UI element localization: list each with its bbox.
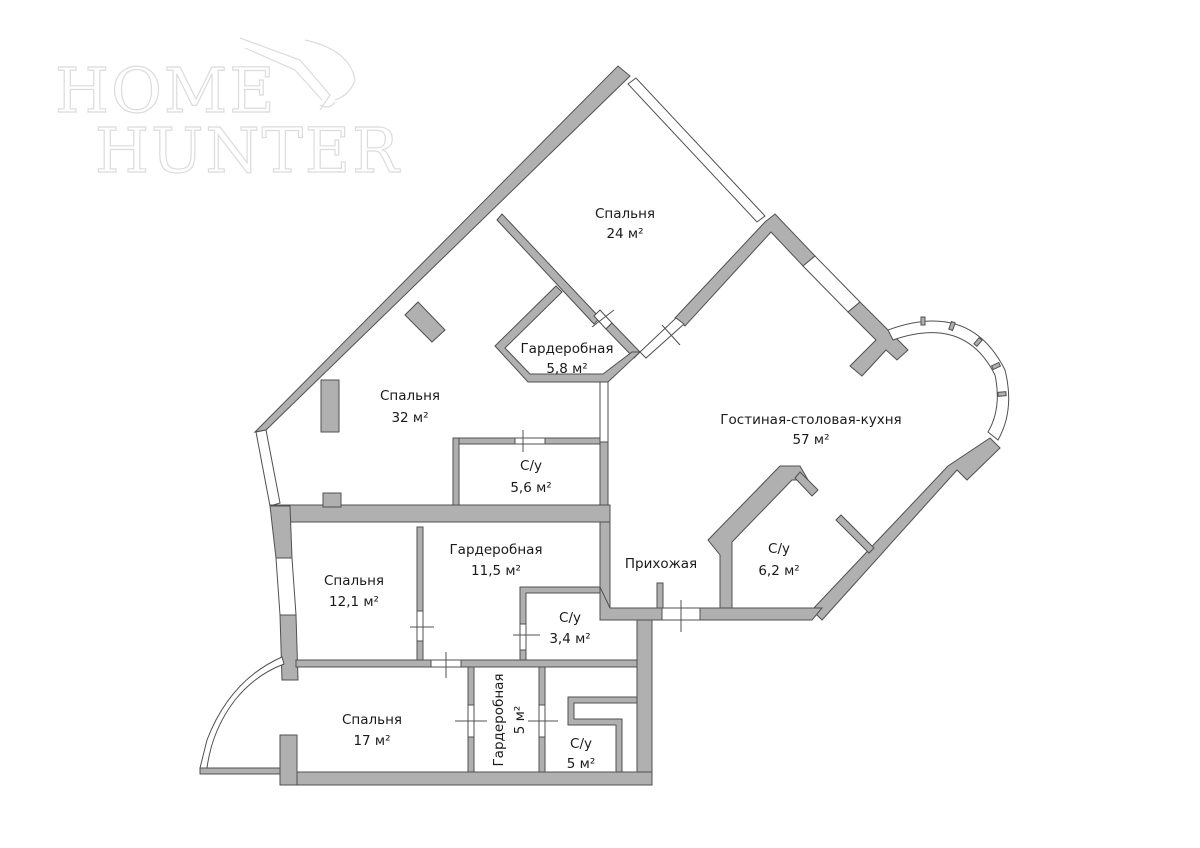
bay-window-living xyxy=(887,320,1010,441)
wall-ward5-west xyxy=(467,666,475,706)
door-hall-bedroom[interactable] xyxy=(599,381,609,443)
room-wardrobe115-name: Гардеробная xyxy=(449,542,542,558)
wall-bath56-north2 xyxy=(544,437,601,445)
room-labels: Спальня 24 м² Гардеробная 5,8 м² Спальня… xyxy=(324,206,902,772)
room-bath5-name: С/у xyxy=(570,736,592,752)
door-mark xyxy=(591,309,615,328)
wall-ward5-westb xyxy=(467,736,475,773)
room-bedroom17-area: 17 м² xyxy=(353,733,390,749)
door-bed121[interactable] xyxy=(416,610,424,642)
room-bedroom32-area: 32 м² xyxy=(391,410,428,426)
wall-bedroom24-living xyxy=(674,213,816,327)
wall-bath62-stub1 xyxy=(794,471,819,497)
watermark-line2: HUNTER xyxy=(95,114,401,187)
wall-bath56-west xyxy=(452,437,460,506)
room-living-area: 57 м² xyxy=(792,432,829,448)
window-bedroom121 xyxy=(275,557,297,616)
room-bedroom24-area: 24 м² xyxy=(606,226,643,242)
room-bath62-name: С/у xyxy=(768,541,790,557)
window-living-north xyxy=(802,255,861,313)
room-bedroom32-name: Спальня xyxy=(380,388,440,404)
room-bath34-area: 3,4 м² xyxy=(549,631,590,647)
room-bath34-name: С/у xyxy=(559,610,581,626)
wall-bath62-stub2 xyxy=(835,514,875,554)
room-bath56-name: С/у xyxy=(520,458,542,474)
column-stub xyxy=(322,492,342,508)
wall-living-northeast xyxy=(847,301,909,377)
exterior-wall-south xyxy=(279,771,653,786)
shaft-bath5 xyxy=(567,696,638,773)
wall-wardrobe58-west xyxy=(494,285,642,383)
room-bedroom17-name: Спальня xyxy=(342,712,402,728)
room-wardrobe115-area: 11,5 м² xyxy=(471,563,521,579)
wall-bath56-north xyxy=(452,437,516,445)
wall-bed17-north2 xyxy=(460,659,642,668)
door-mark xyxy=(661,324,681,346)
door-bath34[interactable] xyxy=(519,623,527,651)
wall-bed121-ward115 xyxy=(416,526,424,612)
bay-window-bedroom17 xyxy=(199,656,285,769)
exterior-wall-east-bottom xyxy=(636,619,653,786)
room-wardrobe5-area: 5 м² xyxy=(512,706,528,734)
wall-wardrobe58 xyxy=(496,213,601,325)
wall-center-horizontal xyxy=(269,504,611,523)
exterior-wall-west2 xyxy=(279,614,299,681)
exterior-wall-west xyxy=(269,505,293,559)
room-bath56-area: 5,6 м² xyxy=(510,480,551,496)
eagle-icon xyxy=(239,37,356,111)
room-living-name: Гостиная-столовая-кухня xyxy=(720,412,901,428)
wall-ward5-east xyxy=(538,666,546,706)
window-bedroom24 xyxy=(627,77,766,223)
column-bed17 xyxy=(279,734,298,786)
wall-bath62 xyxy=(707,465,809,609)
wall-hall-west xyxy=(599,441,609,506)
room-bath5-area: 5 м² xyxy=(567,756,595,772)
room-wardrobe58-name: Гардеробная xyxy=(520,341,613,357)
wall-ward5-eastb xyxy=(538,736,546,773)
wall-living-south xyxy=(699,607,824,621)
hall-stub xyxy=(656,582,664,609)
room-bedroom121-name: Спальня xyxy=(324,573,384,589)
room-bedroom24-name: Спальня xyxy=(595,206,655,222)
watermark-line1: HOME xyxy=(55,54,277,127)
watermark-logo: HOME HUNTER xyxy=(54,37,401,188)
room-bath62-area: 6,2 м² xyxy=(758,563,799,579)
room-wardrobe58-area: 5,8 м² xyxy=(546,361,587,377)
door-bath56[interactable] xyxy=(514,437,546,445)
room-bedroom121-area: 12,1 м² xyxy=(329,594,379,610)
wall-bed17-north xyxy=(295,659,432,668)
wall-bed121-ward115b xyxy=(416,640,424,662)
exterior-wall-southeast xyxy=(811,437,1001,621)
bay-window-mullions xyxy=(920,316,1007,397)
door-living-nw[interactable] xyxy=(639,317,685,359)
column xyxy=(320,379,340,433)
balcony-rail xyxy=(199,767,281,775)
room-hallway-name: Прихожая xyxy=(625,556,697,572)
window-bedroom32-west xyxy=(255,429,281,507)
vent-shaft xyxy=(404,301,446,343)
room-wardrobe5-name: Гардеробная xyxy=(491,673,507,766)
